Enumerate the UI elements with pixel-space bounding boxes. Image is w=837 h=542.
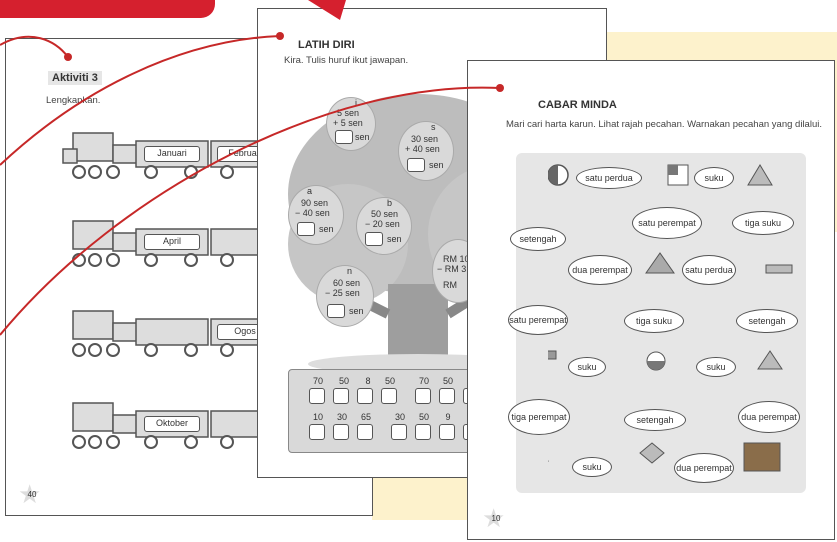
red-banner <box>0 0 215 18</box>
activity-heading: Aktiviti 3 <box>48 71 102 85</box>
answer-box <box>415 388 431 404</box>
fraction-bubble: satu perempat <box>508 305 568 335</box>
page-number: 10 <box>491 514 501 523</box>
fraction-bubble: tiga suku <box>732 211 794 235</box>
fraction-bubble: suku <box>568 357 606 377</box>
answer-box <box>333 388 349 404</box>
section-instruction: Mari cari harta karun. Lihat rajah pecah… <box>506 119 822 130</box>
fraction-bubble: satu perdua <box>576 167 642 189</box>
fraction-bubble: tiga suku <box>624 309 684 333</box>
apple-problem: b 50 sen − 20 sen sen <box>356 197 412 255</box>
answer-box <box>357 388 373 404</box>
answer-box <box>309 424 325 440</box>
section-instruction: Kira. Tulis huruf ikut jawapan. <box>284 55 409 66</box>
train-illustration <box>72 310 284 357</box>
apple-problem: i 5 sen + 5 sen sen <box>326 97 376 151</box>
fraction-shapes <box>548 164 793 472</box>
activity-instruction: Lengkapkan. <box>46 95 101 106</box>
apple-problem: a 90 sen − 40 sen sen <box>288 185 344 245</box>
section-heading: LATIH DIRI <box>298 39 355 51</box>
fraction-bubble: satu perempat <box>632 207 702 239</box>
answer-box <box>439 424 455 440</box>
page-number: 40 <box>27 490 37 499</box>
answer-box <box>365 232 383 246</box>
worksheet-page-right: CABAR MINDA Mari cari harta karun. Lihat… <box>467 60 835 540</box>
month-box: Januari <box>144 146 200 162</box>
apple-problem: n 60 sen − 25 sen sen <box>316 265 374 327</box>
answer-box <box>327 304 345 318</box>
section-heading: CABAR MINDA <box>538 99 617 111</box>
fraction-bubble: setengah <box>736 309 798 333</box>
answer-box <box>391 424 407 440</box>
fraction-bubble: dua perempat <box>738 401 800 433</box>
fraction-bubble: suku <box>694 167 734 189</box>
answer-box <box>297 222 315 236</box>
fraction-bubble: tiga perempat <box>508 399 570 435</box>
fraction-bubble: dua perempat <box>568 255 632 285</box>
answer-box <box>357 424 373 440</box>
fraction-bubble: suku <box>696 357 736 377</box>
answer-box <box>333 424 349 440</box>
fraction-bubble: setengah <box>510 227 566 251</box>
answer-box <box>335 130 353 144</box>
answer-box <box>381 388 397 404</box>
answer-box <box>439 388 455 404</box>
answer-box <box>407 158 425 172</box>
star-icon: ★ <box>18 479 42 509</box>
fraction-bubble: setengah <box>624 409 686 431</box>
month-box: April <box>144 234 200 250</box>
apple-problem: s 30 sen + 40 sen sen <box>398 121 454 181</box>
fraction-bubble: satu perdua <box>682 255 736 285</box>
star-icon: ★ <box>482 503 506 533</box>
fraction-bubble: suku <box>572 457 612 477</box>
fraction-bubble: dua perempat <box>674 453 734 483</box>
answer-box <box>415 424 431 440</box>
month-box: Oktober <box>144 416 200 432</box>
train-row: Januari Februari <box>51 119 381 189</box>
answer-box <box>309 388 325 404</box>
